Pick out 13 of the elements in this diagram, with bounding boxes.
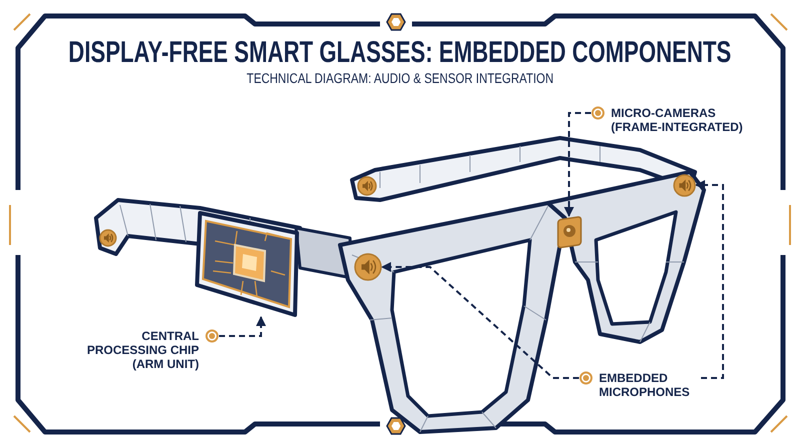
leader-arrow [695, 180, 724, 379]
processor-chip-module [195, 211, 300, 317]
speaker-icon [673, 173, 696, 198]
leader-arrow [564, 112, 591, 217]
callout-text: MICRO-CAMERAS (FRAME-INTEGRATED) [611, 106, 744, 134]
speaker-icon [354, 253, 382, 281]
callout-text: EMBEDDED MICROPHONES [599, 371, 691, 399]
leader-arrow [381, 262, 579, 379]
callout-text: CENTRAL PROCESSING CHIP (ARM UNIT) [86, 329, 199, 371]
camera-icon [557, 216, 582, 246]
title: DISPLAY-FREE SMART GLASSES: EMBEDDED COMPONENTS [68, 36, 732, 70]
subtitle: TECHNICAL DIAGRAM: AUDIO & SENSOR INTEGRATION [246, 70, 554, 86]
leader-arrow [219, 316, 266, 337]
